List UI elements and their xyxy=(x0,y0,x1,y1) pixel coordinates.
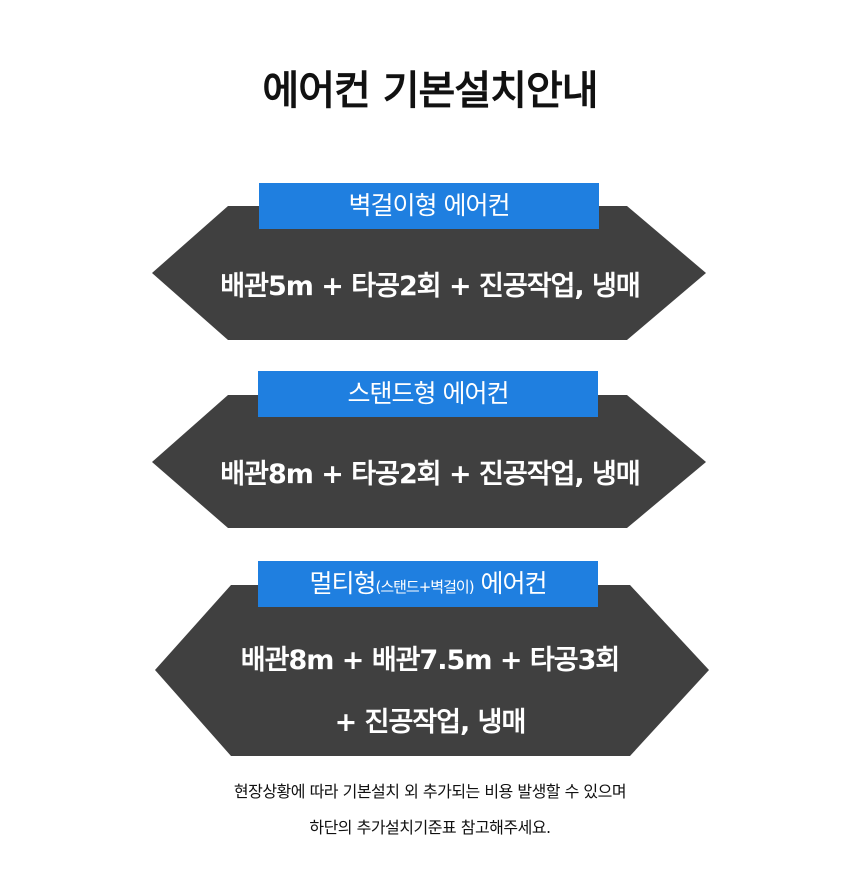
multi-label-sub: (스탠드+벽걸이) xyxy=(375,578,474,596)
panel-multi-shape xyxy=(155,585,709,756)
panel-stand-shape xyxy=(152,395,706,528)
multi-type-details-2: + 진공작업, 냉매 xyxy=(334,707,527,738)
stand-type-label: 스탠드형 에어컨 xyxy=(258,371,598,417)
multi-label-main: 멀티형 xyxy=(309,569,376,598)
stand-type-details: 배관8m + 타공2회 + 진공작업, 냉매 xyxy=(220,459,640,490)
multi-type-label: 멀티형(스탠드+벽걸이) 에어컨 xyxy=(258,561,598,607)
wall-type-details: 배관5m + 타공2회 + 진공작업, 냉매 xyxy=(220,271,640,302)
multi-label-end: 에어컨 xyxy=(480,569,548,598)
multi-type-details-1: 배관8m + 배관7.5m + 타공3회 xyxy=(240,645,620,676)
note-line-2: 하단의 추가설치기준표 참고해주세요. xyxy=(309,818,551,837)
panel-wall-shape xyxy=(152,206,706,340)
wall-type-label: 벽걸이형 에어컨 xyxy=(259,183,599,229)
page-title: 에어컨 기본설치안내 xyxy=(262,68,598,114)
note-line-1: 현장상황에 따라 기본설치 외 추가되는 비용 발생할 수 있으며 xyxy=(233,782,627,801)
